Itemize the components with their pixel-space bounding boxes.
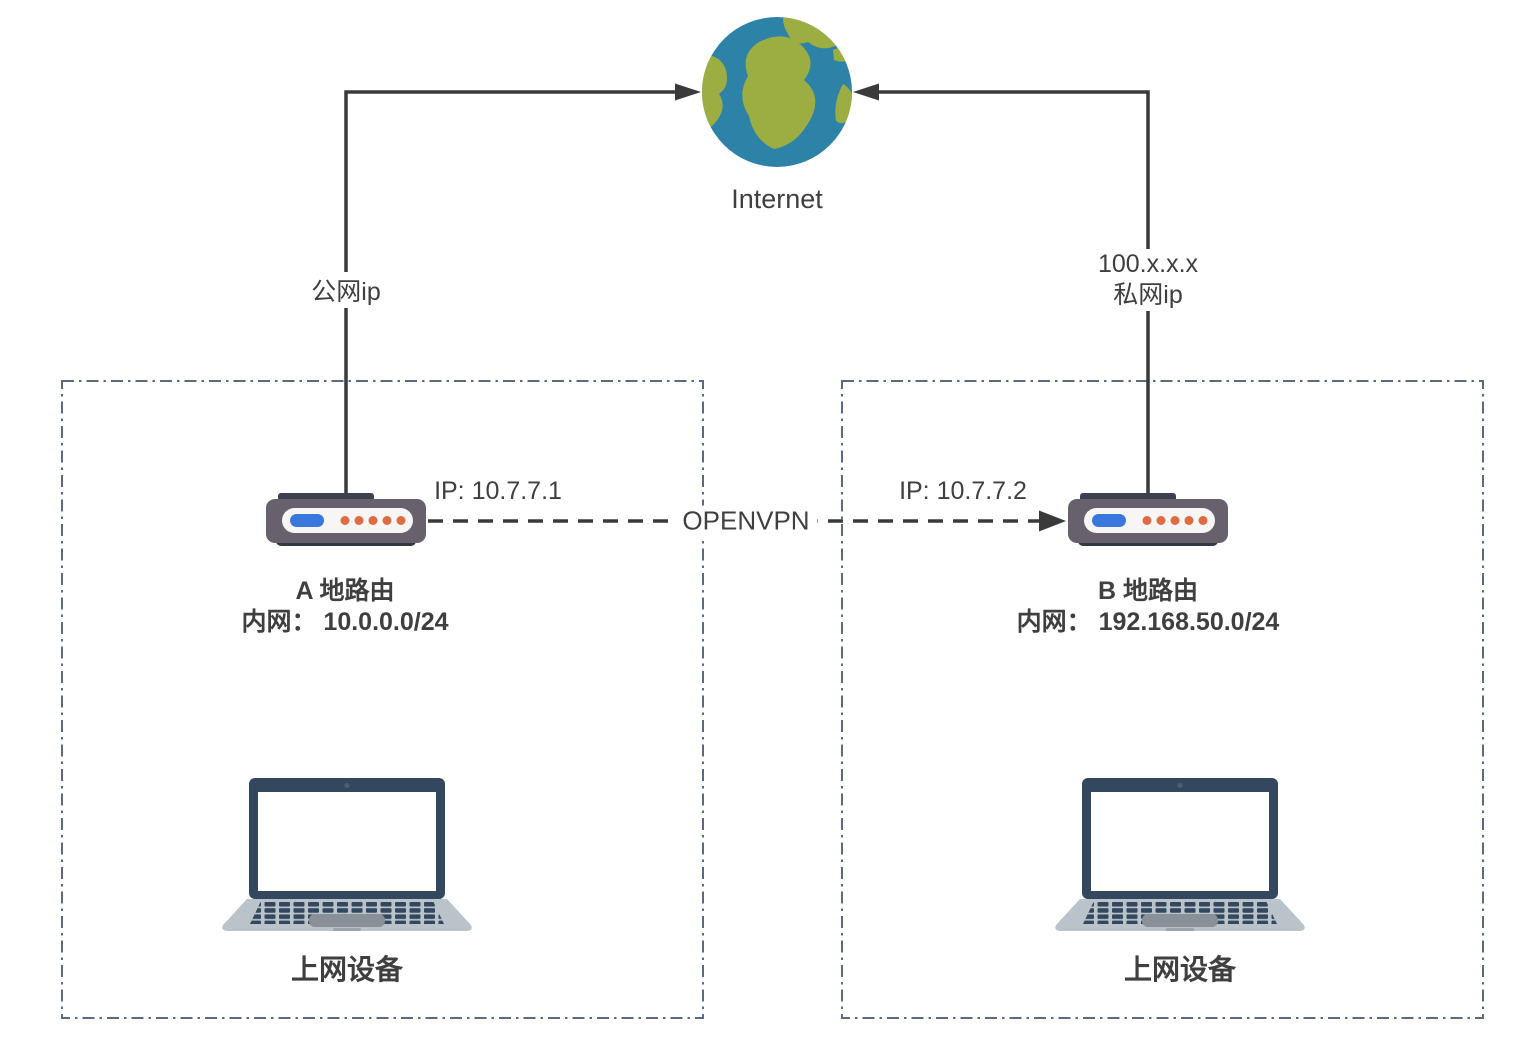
router-b-subnet: 内网： 192.168.50.0/24 xyxy=(1016,608,1280,636)
vpn-ip-a-label: IP: 10.7.7.1 xyxy=(434,477,562,505)
internet-label: Internet xyxy=(731,184,823,214)
site-a-device-label: 上网设备 xyxy=(290,954,404,985)
openvpn-label: OPENVPN xyxy=(674,505,818,537)
arrow-icon xyxy=(1039,510,1066,532)
laptop-icon xyxy=(1055,778,1305,931)
router-icon xyxy=(266,493,426,546)
link-router-a-to-internet xyxy=(344,90,677,499)
router-a-subnet: 内网： 10.0.0.0/24 xyxy=(241,608,449,636)
site-a-wan-label: 公网ip xyxy=(303,272,389,308)
site-b-wan-ip: 100.x.x.x xyxy=(1097,250,1199,278)
arrow-icon xyxy=(675,83,701,101)
laptop-icon xyxy=(222,778,472,931)
internet-globe-icon xyxy=(702,17,852,167)
site-b-device-label: 上网设备 xyxy=(1123,954,1237,985)
vpn-ip-b-label: IP: 10.7.7.2 xyxy=(899,477,1027,505)
link-router-b-to-internet xyxy=(878,90,1150,499)
router-icon xyxy=(1068,493,1228,546)
site-b-wan-type: 私网ip xyxy=(1113,281,1183,309)
site-a-boundary xyxy=(61,380,704,1019)
site-b-wan-label: 100.x.x.x 私网ip xyxy=(1091,249,1205,311)
site-b-boundary xyxy=(841,380,1484,1019)
router-b-name: B 地路由 xyxy=(1097,577,1199,605)
router-a-name: A 地路由 xyxy=(295,577,395,605)
arrow-icon xyxy=(853,83,879,101)
